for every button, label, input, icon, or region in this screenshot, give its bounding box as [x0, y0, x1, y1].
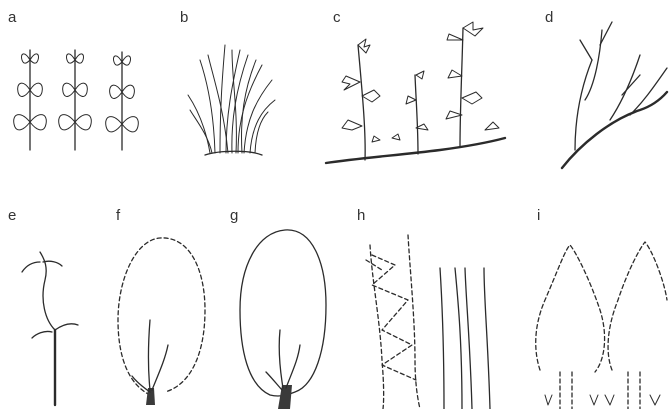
- panel-d-drawing: [562, 22, 667, 168]
- panel-f-drawing: [118, 238, 205, 405]
- panel-label-g: g: [230, 207, 238, 224]
- panel-c-drawing: [326, 22, 505, 163]
- panel-label-a: a: [8, 9, 17, 26]
- panel-i-drawing: [536, 242, 667, 409]
- panel-e-drawing: [22, 252, 78, 405]
- panel-g-drawing: [240, 230, 326, 409]
- panel-label-f: f: [116, 207, 121, 224]
- leafy-stem: [106, 52, 139, 150]
- leafy-stem: [59, 50, 92, 150]
- panel-label-h: h: [357, 207, 365, 224]
- panel-label-c: c: [333, 9, 341, 26]
- panel-label-b: b: [180, 9, 188, 26]
- panel-label-i: i: [537, 207, 540, 224]
- panel-b-drawing: [188, 45, 275, 155]
- panel-label-d: d: [545, 9, 553, 26]
- panel-h-drawing: [366, 235, 490, 409]
- panel-label-e: e: [8, 207, 16, 224]
- panel-a-drawing: [14, 50, 139, 150]
- leafy-stem: [14, 50, 47, 150]
